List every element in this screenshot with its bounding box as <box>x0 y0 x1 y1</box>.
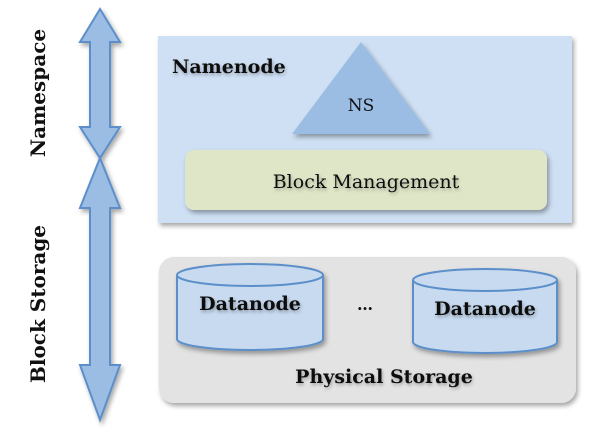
more-datanodes-ellipsis: … <box>357 295 373 314</box>
datanode-cylinder <box>176 263 324 351</box>
datanode-label: Datanode <box>434 298 536 320</box>
block-management-box <box>185 150 547 210</box>
block-storage-double-arrow <box>78 155 122 423</box>
physical-storage-title: Physical Storage <box>295 366 473 388</box>
namespace-double-arrow <box>78 7 122 160</box>
datanode-cylinder <box>412 268 558 354</box>
block-management-label: Block Management <box>273 171 460 193</box>
datanode-label: Datanode <box>199 293 301 315</box>
physical-storage-box: Datanode … Datanode Physical Storage <box>159 257 576 403</box>
namenode-title: Namenode <box>172 56 286 78</box>
namespace-triangle <box>292 42 430 134</box>
namespace-label: Namespace <box>26 29 50 157</box>
namespace-triangle-label: NS <box>348 96 375 116</box>
block-storage-label: Block Storage <box>26 225 50 383</box>
namenode-box: Namenode NS Block Management <box>158 36 572 223</box>
